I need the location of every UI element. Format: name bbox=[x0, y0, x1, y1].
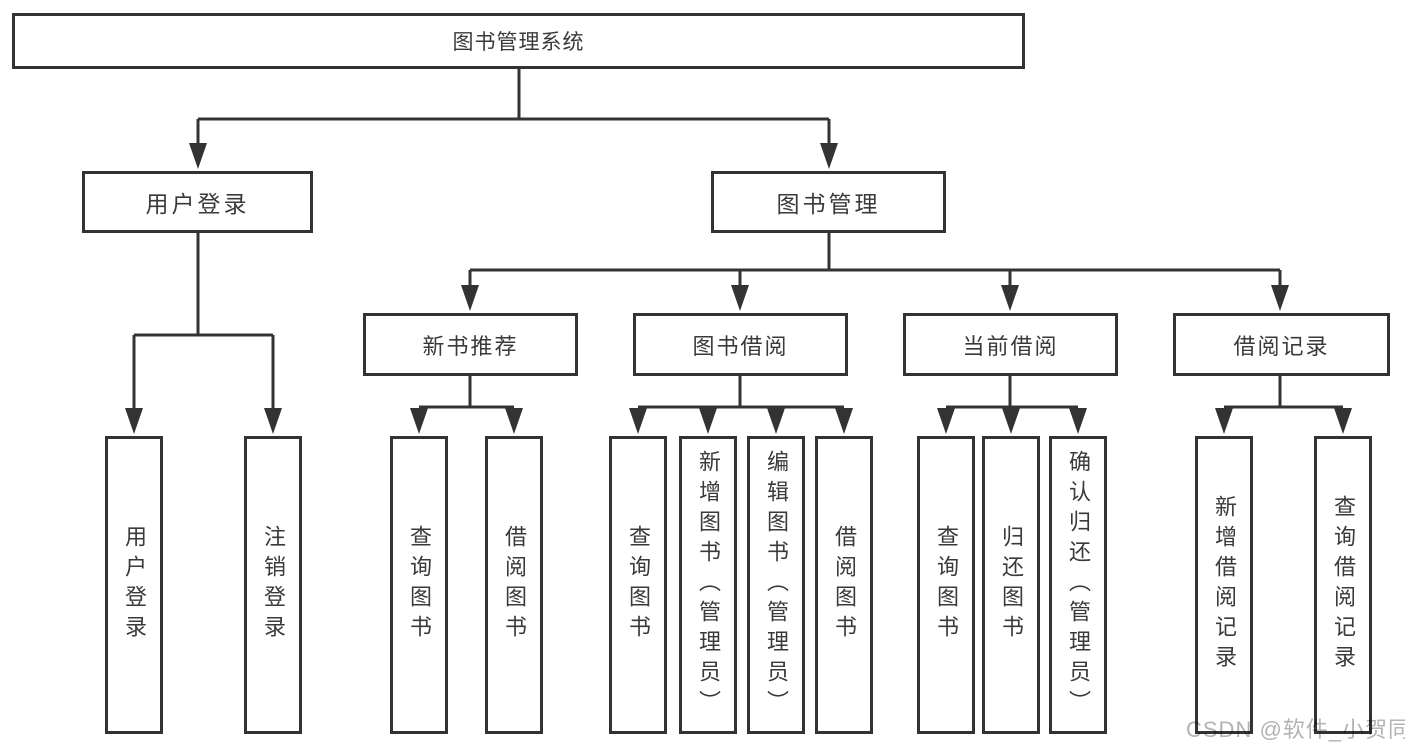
arrow-down-icon bbox=[1069, 408, 1087, 434]
node-label: 查询图书 bbox=[626, 525, 651, 645]
node-label: 编辑图书（管理员） bbox=[764, 450, 789, 720]
arrow-down-icon bbox=[835, 408, 853, 434]
node-records-query-record: 查询借阅记录 bbox=[1314, 436, 1372, 734]
node-label: 图书管理 bbox=[776, 191, 881, 217]
node-label: 用户登录 bbox=[122, 525, 147, 645]
node-borrowing-records: 借阅记录 bbox=[1173, 313, 1390, 376]
arrow-down-icon bbox=[125, 408, 143, 434]
node-label: 查询图书 bbox=[407, 525, 432, 645]
node-current-borrowing: 当前借阅 bbox=[903, 313, 1118, 376]
node-current-return-books: 归还图书 bbox=[982, 436, 1040, 734]
node-borrow-edit-books-admin: 编辑图书（管理员） bbox=[747, 436, 805, 734]
node-records-add-record: 新增借阅记录 bbox=[1195, 436, 1253, 734]
arrow-down-icon bbox=[1001, 285, 1019, 311]
node-book-borrowing: 图书借阅 bbox=[633, 313, 848, 376]
node-user-login: 用户登录 bbox=[82, 171, 313, 233]
watermark: CSDN @软件_小贺同学 bbox=[1186, 717, 1405, 742]
arrow-down-icon bbox=[820, 143, 838, 169]
node-rec-query-books: 查询图书 bbox=[390, 436, 448, 734]
node-current-confirm-return-admin: 确认归还（管理员） bbox=[1049, 436, 1107, 734]
node-label: 新增借阅记录 bbox=[1212, 495, 1237, 675]
node-new-book-recommendation: 新书推荐 bbox=[363, 313, 578, 376]
arrow-down-icon bbox=[505, 408, 523, 434]
node-user-login-leaf: 用户登录 bbox=[105, 436, 163, 734]
node-borrow-query-books: 查询图书 bbox=[609, 436, 667, 734]
node-label: 新书推荐 bbox=[422, 333, 519, 359]
node-label: 确认归还（管理员） bbox=[1066, 450, 1091, 720]
node-label: 归还图书 bbox=[999, 525, 1024, 645]
node-current-query-books: 查询图书 bbox=[917, 436, 975, 734]
arrow-down-icon bbox=[731, 285, 749, 311]
arrow-down-icon bbox=[264, 408, 282, 434]
node-rec-borrow-books: 借阅图书 bbox=[485, 436, 543, 734]
node-library-management-system: 图书管理系统 bbox=[12, 13, 1025, 69]
arrow-down-icon bbox=[189, 143, 207, 169]
arrow-down-icon bbox=[767, 408, 785, 434]
node-label: 新增图书（管理员） bbox=[696, 450, 721, 720]
arrow-down-icon bbox=[1215, 408, 1233, 434]
arrow-down-icon bbox=[699, 408, 717, 434]
node-label: 借阅图书 bbox=[502, 525, 527, 645]
node-label: 用户登录 bbox=[145, 191, 250, 217]
arrow-down-icon bbox=[1271, 285, 1289, 311]
node-label: 查询借阅记录 bbox=[1331, 495, 1356, 675]
node-borrow-borrow-books: 借阅图书 bbox=[815, 436, 873, 734]
node-book-management: 图书管理 bbox=[711, 171, 946, 233]
node-label: 注销登录 bbox=[261, 525, 286, 645]
arrow-down-icon bbox=[937, 408, 955, 434]
node-label: 借阅记录 bbox=[1233, 333, 1330, 359]
node-label: 图书管理系统 bbox=[452, 31, 585, 54]
arrow-down-icon bbox=[410, 408, 428, 434]
node-logout: 注销登录 bbox=[244, 436, 302, 734]
node-label: 图书借阅 bbox=[692, 333, 789, 359]
node-borrow-add-books-admin: 新增图书（管理员） bbox=[679, 436, 737, 734]
arrow-down-icon bbox=[629, 408, 647, 434]
node-label: 借阅图书 bbox=[832, 525, 857, 645]
arrow-down-icon bbox=[1002, 408, 1020, 434]
node-label: 当前借阅 bbox=[962, 333, 1059, 359]
arrow-down-icon bbox=[461, 285, 479, 311]
node-label: 查询图书 bbox=[934, 525, 959, 645]
arrow-down-icon bbox=[1334, 408, 1352, 434]
